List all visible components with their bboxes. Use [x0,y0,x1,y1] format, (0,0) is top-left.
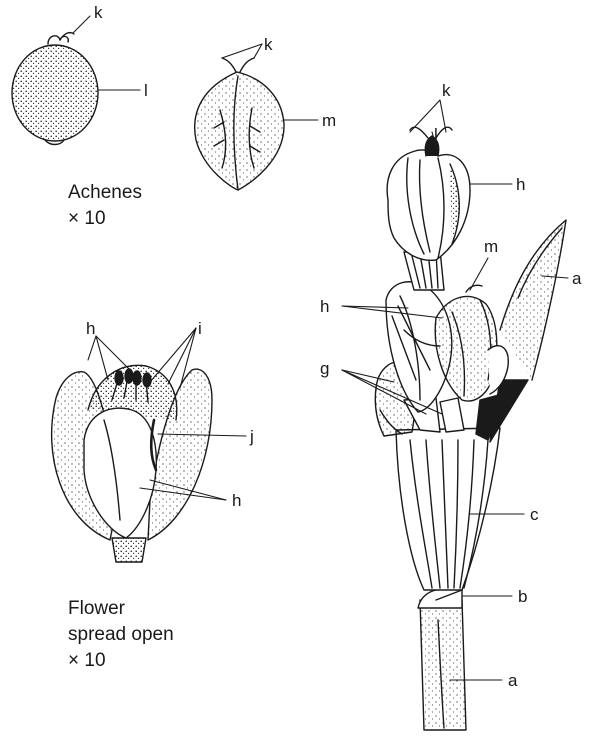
label-g-inflorescence: g [320,359,329,378]
label-a-inflorescence-lower: a [508,671,518,690]
label-k-achene-lenticular: k [264,35,273,54]
achenes-caption-magnification: × 10 [68,206,142,232]
label-j-flower: j [249,427,254,446]
label-m-inflorescence: m [484,237,498,256]
flower-caption-subtitle: spread open [68,622,174,648]
label-h-inflorescence-middle: h [320,297,329,316]
label-b-inflorescence: b [518,587,527,606]
achenes-caption-title: Achenes [68,180,142,206]
inflorescence-drawing [375,127,566,730]
label-l-achene-round: l [144,81,148,100]
label-c-inflorescence: c [530,505,539,524]
label-h-inflorescence-top: h [516,175,525,194]
label-m-achene-lenticular: m [322,111,336,130]
label-l-inflorescence: l [434,125,438,144]
label-k-achene-round: k [94,3,103,22]
flower-caption: Flower spread open × 10 [68,596,174,674]
label-a-inflorescence-upper: a [572,269,582,288]
label-h-flower-lower: h [232,491,241,510]
achene-round-drawing [12,33,98,145]
flower-spread-open-drawing [52,365,212,562]
achenes-caption: Achenes × 10 [68,180,142,232]
flower-caption-title: Flower [68,596,174,622]
label-letters: k l k m h i j h k l h m a h g c b a [86,3,582,690]
label-i-flower: i [198,319,202,338]
achene-lenticular-drawing [195,58,284,190]
label-k-inflorescence: k [442,81,451,100]
flower-caption-magnification: × 10 [68,648,174,674]
label-h-flower-upper: h [86,319,95,338]
